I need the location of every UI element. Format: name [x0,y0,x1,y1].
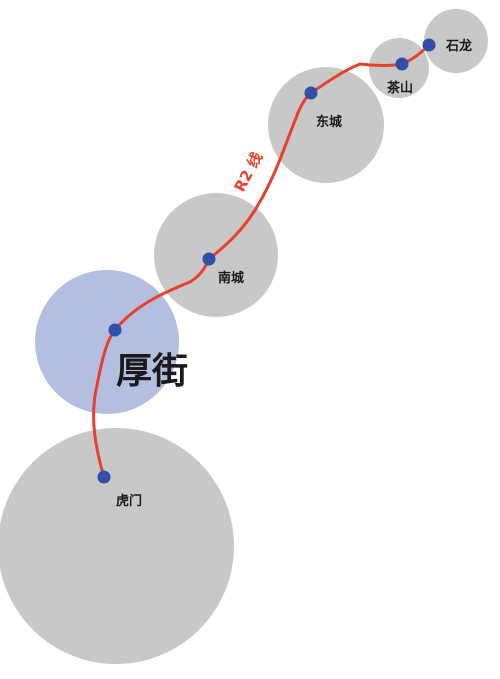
station-label-houjie: 厚街 [116,351,188,392]
station-dot-humen[interactable] [97,470,111,484]
station-label-humen: 虎门 [116,493,142,509]
catchment-humen [0,428,234,664]
station-labels: 石龙 茶山 东城 南城 厚街 虎门 [116,38,472,509]
station-dot-houjie[interactable] [108,323,122,337]
station-dot-chashan[interactable] [395,57,409,71]
line-name-label: R2 线 [231,149,267,195]
station-label-nancheng: 南城 [218,270,244,286]
catchment-shilong [424,9,488,73]
r2-route-line [92,43,431,479]
station-dot-shilong[interactable] [422,38,436,52]
station-label-dongcheng: 东城 [316,114,342,130]
station-label-chashan: 茶山 [387,80,413,96]
station-dot-dongcheng[interactable] [304,86,318,100]
station-label-shilong: 石龙 [445,38,472,54]
station-dots [97,38,436,484]
station-catchment-areas [0,9,488,664]
station-dot-nancheng[interactable] [202,252,216,266]
catchment-dongcheng [268,67,384,183]
